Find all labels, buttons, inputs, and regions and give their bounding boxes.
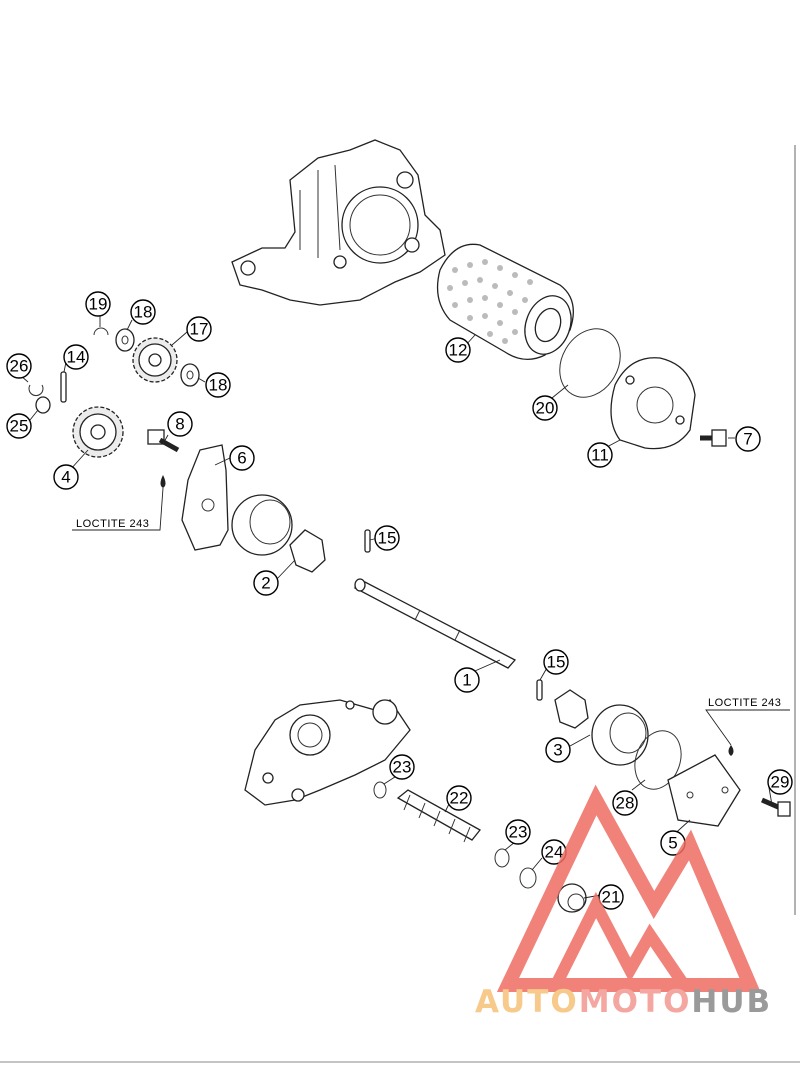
svg-text:26: 26: [10, 357, 29, 376]
loctite-drop-left: [160, 475, 166, 488]
pump-cover-5: [667, 754, 741, 827]
bolt-7: [700, 429, 727, 447]
o-ring-28: [634, 730, 682, 790]
svg-text:23: 23: [509, 823, 528, 842]
bolt-8: [147, 429, 180, 453]
engine-case-lower: [244, 699, 411, 806]
svg-text:18: 18: [209, 376, 228, 395]
callout-15-lower: 15: [543, 649, 569, 675]
loctite-right-leader: [705, 709, 790, 746]
callout-3: 3: [545, 737, 571, 763]
svg-text:22: 22: [450, 789, 469, 808]
callout-29: 29: [767, 769, 793, 795]
pin-15-upper: [364, 529, 371, 553]
callout-25: 25: [6, 413, 32, 439]
svg-text:7: 7: [743, 430, 752, 449]
pump-rotor-inner-3: [554, 689, 589, 729]
svg-text:11: 11: [591, 446, 609, 465]
o-ring-23-a: [373, 781, 387, 799]
callout-4: 4: [53, 464, 79, 490]
callout-24: 24: [541, 839, 567, 865]
pump-rotor-2: [231, 494, 293, 556]
circlip-19: [93, 327, 109, 336]
callout-18-upper: 18: [130, 299, 156, 325]
svg-text:3: 3: [553, 741, 562, 760]
washer-18-b: [180, 363, 200, 387]
watermark-text: AUTOMOTOHUB: [475, 984, 772, 1020]
svg-text:2: 2: [261, 574, 270, 593]
svg-text:18: 18: [134, 303, 153, 322]
engine-case-upper: [231, 139, 446, 306]
callout-18-lower: 18: [205, 372, 231, 398]
bolt-29: [761, 797, 791, 817]
pump-rotor-inner-2: [289, 529, 326, 573]
svg-text:8: 8: [175, 415, 184, 434]
callout-20: 20: [532, 395, 558, 421]
callout-17: 17: [186, 316, 212, 342]
oil-filter-12: [436, 243, 574, 360]
callout-12: 12: [445, 337, 471, 363]
automotohub-logo: [496, 784, 761, 992]
pump-plate-6: [181, 444, 229, 551]
pin-15-lower: [536, 679, 543, 701]
loctite-left-label: LOCTITE 243: [76, 518, 149, 530]
svg-text:23: 23: [393, 758, 412, 777]
callout-28: 28: [612, 790, 638, 816]
callout-14: 14: [63, 344, 89, 370]
callout-6: 6: [229, 445, 255, 471]
svg-text:17: 17: [190, 320, 209, 339]
callout-2: 2: [253, 570, 279, 596]
svg-text:19: 19: [89, 295, 108, 314]
loctite-right-label: LOCTITE 243: [708, 697, 781, 709]
o-ring-23-b: [494, 848, 510, 868]
svg-text:6: 6: [237, 449, 246, 468]
svg-text:1: 1: [462, 671, 471, 690]
svg-text:20: 20: [536, 399, 555, 418]
svg-text:4: 4: [61, 468, 70, 487]
callout-11: 11: [587, 442, 613, 468]
svg-text:14: 14: [67, 348, 86, 367]
loctite-left-leader: [72, 487, 164, 531]
svg-text:15: 15: [547, 653, 566, 672]
callout-8: 8: [167, 411, 193, 437]
oil-strainer-22: [396, 789, 481, 843]
svg-text:29: 29: [771, 773, 790, 792]
o-ring-20: [559, 328, 621, 398]
drain-plug-21: [557, 883, 587, 913]
callout-26: 26: [6, 353, 32, 379]
pump-rotor-3: [591, 704, 649, 766]
filter-cover-11: [610, 357, 696, 450]
svg-text:15: 15: [378, 529, 397, 548]
shaft-1: [353, 578, 517, 669]
gear-17: [132, 337, 178, 383]
svg-text:5: 5: [668, 834, 677, 853]
callout-19: 19: [85, 291, 111, 317]
loctite-drop-right: [728, 745, 734, 756]
washer-25: [35, 396, 51, 414]
gear-4: [72, 406, 124, 458]
svg-text:24: 24: [545, 843, 564, 862]
svg-text:21: 21: [602, 888, 621, 907]
svg-text:25: 25: [10, 417, 29, 436]
callout-23-upper: 23: [389, 754, 415, 780]
svg-text:12: 12: [449, 341, 468, 360]
washer-18-a: [115, 328, 135, 352]
o-ring-24: [519, 867, 537, 889]
callout-21: 21: [598, 884, 624, 910]
circlip-26: [28, 384, 44, 397]
callout-1: 1: [454, 667, 480, 693]
callout-23-lower: 23: [505, 819, 531, 845]
callout-22: 22: [446, 785, 472, 811]
svg-text:28: 28: [616, 794, 635, 813]
callout-7: 7: [735, 426, 761, 452]
callout-15-upper: 15: [374, 525, 400, 551]
pin-14: [60, 371, 67, 403]
